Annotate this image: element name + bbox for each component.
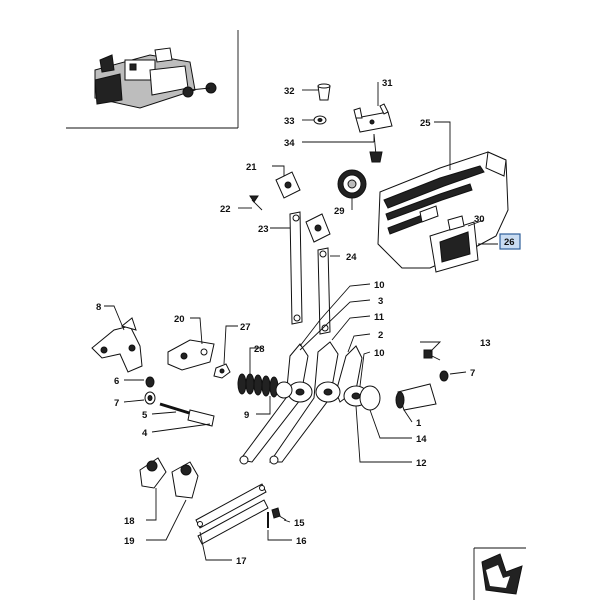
callout-20[interactable]: 20 xyxy=(174,314,185,325)
callout-17[interactable]: 17 xyxy=(236,556,247,567)
callout-34[interactable]: 34 xyxy=(284,138,295,149)
callout-labels: 32 33 34 31 25 21 22 29 30 26 23 24 8 20… xyxy=(96,78,515,567)
part-19-bracket xyxy=(171,461,199,499)
part-5-rod xyxy=(159,402,215,427)
callout-10-lower[interactable]: 10 xyxy=(374,348,385,359)
part-17-links xyxy=(195,483,269,545)
callout-13[interactable]: 13 xyxy=(480,338,491,349)
callout-4[interactable]: 4 xyxy=(142,428,148,439)
callout-26-highlight[interactable] xyxy=(499,233,521,250)
callout-23[interactable]: 23 xyxy=(258,224,269,235)
part-6-nut xyxy=(145,376,155,388)
callout-21[interactable]: 21 xyxy=(246,162,257,173)
overview-machine-thumbnail xyxy=(94,47,217,109)
callout-29[interactable]: 29 xyxy=(334,206,345,217)
callout-6[interactable]: 6 xyxy=(114,376,119,387)
callout-7-right[interactable]: 7 xyxy=(470,368,475,379)
callout-5[interactable]: 5 xyxy=(142,410,148,421)
callout-22[interactable]: 22 xyxy=(220,204,231,215)
part-24-strap xyxy=(305,213,331,335)
callout-1[interactable]: 1 xyxy=(416,418,422,429)
callout-3[interactable]: 3 xyxy=(378,296,383,307)
callout-28[interactable]: 28 xyxy=(254,344,265,355)
part-14-ring xyxy=(359,385,381,411)
callout-30[interactable]: 30 xyxy=(474,214,485,225)
part-13-bolt xyxy=(423,349,441,361)
callout-14[interactable]: 14 xyxy=(416,434,427,445)
callout-15[interactable]: 15 xyxy=(294,518,305,529)
callout-8[interactable]: 8 xyxy=(96,302,101,313)
callout-27[interactable]: 27 xyxy=(240,322,251,333)
overview-inset xyxy=(66,30,239,129)
callout-18[interactable]: 18 xyxy=(124,516,135,527)
callout-2[interactable]: 2 xyxy=(378,330,383,341)
callout-33[interactable]: 33 xyxy=(284,116,295,127)
part-18-bracket xyxy=(139,457,167,489)
part-23-strap xyxy=(289,211,303,325)
callout-24[interactable]: 24 xyxy=(346,252,357,263)
callout-11[interactable]: 11 xyxy=(374,312,385,323)
part-1-bushing xyxy=(395,383,437,411)
lever-assembly xyxy=(239,341,369,465)
callout-19[interactable]: 19 xyxy=(124,536,135,547)
part-20-plate xyxy=(167,339,215,371)
part-30-clamp xyxy=(429,215,479,273)
part-15-screw xyxy=(271,507,287,521)
callout-26[interactable]: 26 xyxy=(504,237,515,248)
part-7-nut-right xyxy=(439,370,449,382)
part-8-fork-bracket xyxy=(91,317,143,373)
callout-32[interactable]: 32 xyxy=(284,86,295,97)
callout-16[interactable]: 16 xyxy=(296,536,307,547)
part-22-pin xyxy=(249,195,263,211)
callout-25[interactable]: 25 xyxy=(420,118,431,129)
part-27-nut xyxy=(213,363,231,379)
part-31-bracket xyxy=(353,103,393,133)
part-21-block xyxy=(275,171,301,199)
callout-10-upper[interactable]: 10 xyxy=(374,280,385,291)
callout-7-left[interactable]: 7 xyxy=(114,398,119,409)
part-28-spring xyxy=(237,373,279,398)
part-7-washer-left xyxy=(144,391,156,405)
leader-lines xyxy=(104,82,498,561)
callout-9[interactable]: 9 xyxy=(244,410,249,421)
part-34-bolt xyxy=(369,133,383,163)
part-32-cap xyxy=(317,83,331,101)
orientation-arrow-icon xyxy=(473,547,526,600)
callout-12[interactable]: 12 xyxy=(416,458,427,469)
part-29-gear xyxy=(337,169,367,199)
callout-31[interactable]: 31 xyxy=(382,78,393,89)
